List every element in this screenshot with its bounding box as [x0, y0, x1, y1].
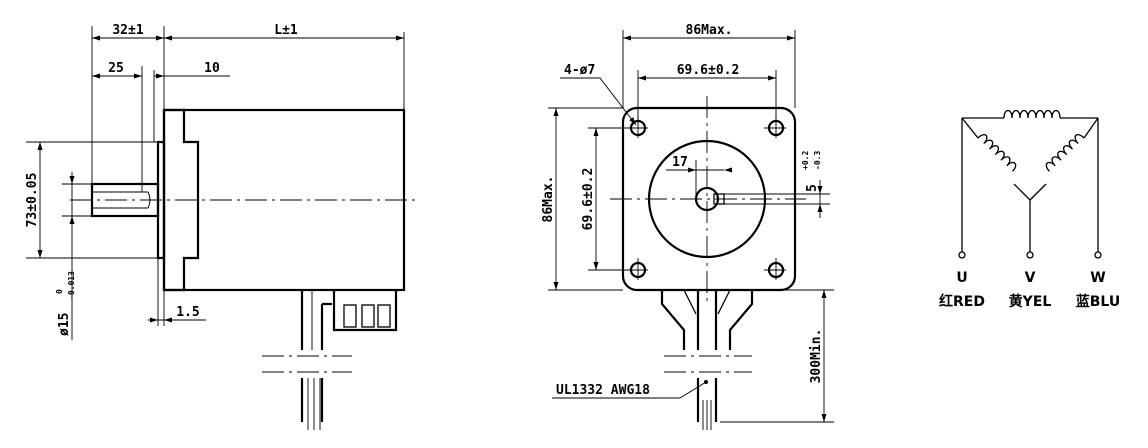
dim-flange-thickness: 10	[204, 61, 220, 76]
terminal-w-letter: W	[1090, 270, 1105, 286]
dim-hole-spacing-v: 69.6±0.2	[581, 168, 596, 231]
mount-holes-label: 4-ø7	[564, 63, 595, 78]
dim-key-tol-upper: +0.2	[801, 151, 810, 170]
terminal-w-color: 蓝BLU	[1076, 293, 1120, 310]
dim-body-length: L±1	[274, 23, 298, 38]
cable-housing	[332, 290, 398, 332]
dim-lead-length: 300Min.	[809, 329, 824, 384]
terminal-u-letter: U	[956, 270, 967, 286]
wiring-diagram: U V W 红RED 黄YEL 蓝BLU	[939, 109, 1120, 310]
dim-pilot-height: 1.5	[176, 305, 199, 320]
lead-spec-label: UL1332 AWG18	[556, 383, 650, 398]
dim-shaft-flat: 17	[672, 155, 688, 170]
terminal-v-color: 黄YEL	[1009, 293, 1052, 310]
terminal-v	[1026, 251, 1034, 259]
cable-clamp-left	[660, 290, 686, 350]
front-view: 86Max. 69.6±0.2 4-ø7 86Max. 69.6±0.2 17	[541, 23, 834, 430]
dim-shaft-length: 32±1	[112, 23, 143, 38]
terminal-w	[1094, 251, 1102, 259]
side-view: 32±1 L±1 25 10 73±0.05 ø15 0 -0.013	[25, 23, 418, 430]
dim-key-length: 25	[108, 61, 124, 76]
coil-right	[1045, 134, 1085, 172]
dim-key-tol-lower: -0.3	[813, 151, 822, 170]
dim-height-max: 86Max.	[541, 176, 556, 223]
dim-key-width: 5	[805, 184, 820, 192]
coil-left	[977, 134, 1017, 172]
dim-shaft-tol-lower: -0.013	[67, 271, 76, 300]
dim-hole-spacing-h: 69.6±0.2	[677, 63, 740, 78]
cable-clamp-right	[728, 290, 754, 350]
flange-step-profile	[164, 108, 200, 292]
dim-shaft-tol-upper: 0	[55, 289, 64, 294]
dim-width-max: 86Max.	[686, 23, 733, 38]
terminal-u	[958, 251, 966, 259]
terminal-v-letter: V	[1025, 270, 1036, 286]
coil-top	[1003, 109, 1061, 119]
dim-pilot-diameter: 73±0.05	[25, 173, 40, 228]
terminal-u-color: 红RED	[939, 293, 985, 310]
dim-shaft-diameter: ø15	[57, 313, 72, 336]
